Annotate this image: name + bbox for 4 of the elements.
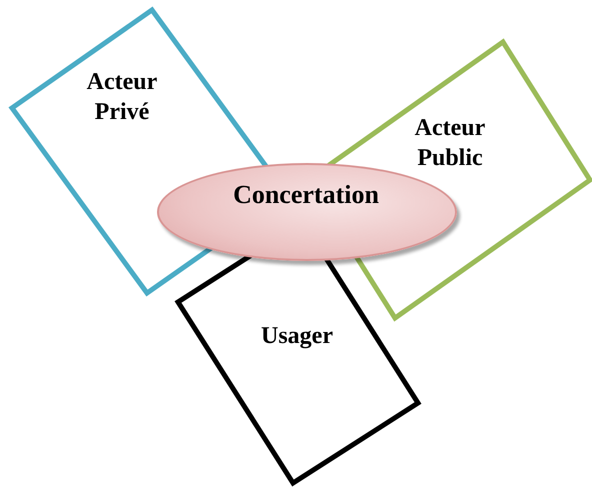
node-label: Concertation: [232, 180, 380, 210]
node-label: Usager: [260, 322, 334, 351]
node-label: Acteur Privé: [86, 68, 158, 127]
node-label: Acteur Public: [414, 114, 486, 173]
